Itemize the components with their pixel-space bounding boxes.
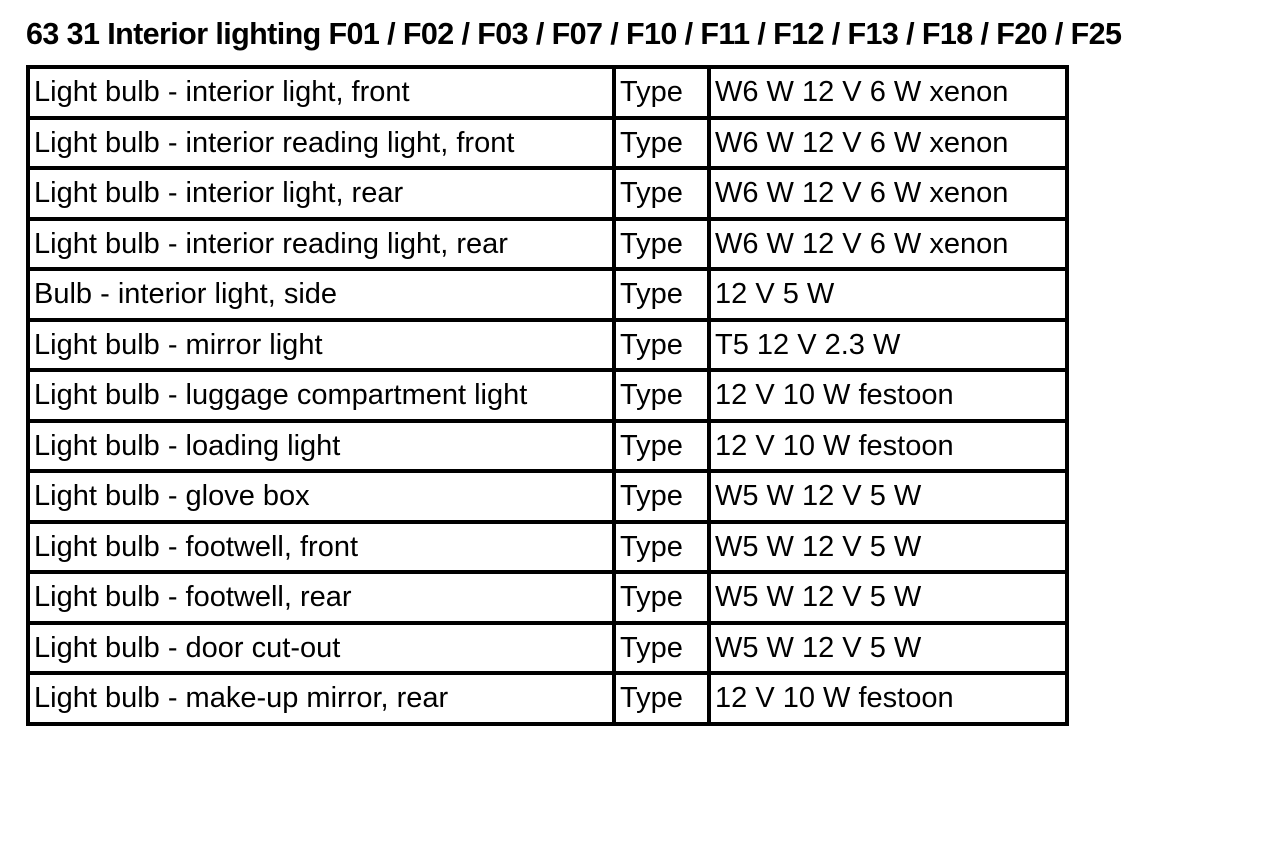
- bulb-spec-cell: 12 V 10 W festoon: [707, 671, 1069, 726]
- bulb-spec-cell: W5 W 12 V 5 W: [707, 519, 1069, 574]
- type-label-cell: Type: [612, 267, 711, 322]
- type-label-cell: Type: [612, 115, 711, 170]
- bulb-spec-cell: 12 V 5 W: [707, 267, 1069, 322]
- component-cell: Light bulb - interior light, front: [26, 65, 616, 120]
- bulb-spec-cell: 12 V 10 W festoon: [707, 418, 1069, 473]
- table-row: Light bulb - loading light Type 12 V 10 …: [26, 418, 1069, 473]
- type-label-cell: Type: [612, 671, 711, 726]
- bulb-spec-cell: W6 W 12 V 6 W xenon: [707, 166, 1069, 221]
- bulb-spec-cell: T5 12 V 2.3 W: [707, 317, 1069, 372]
- table-row: Light bulb - interior light, rear Type W…: [26, 166, 1069, 221]
- component-cell: Light bulb - interior reading light, rea…: [26, 216, 616, 271]
- type-label-cell: Type: [612, 570, 711, 625]
- bulb-spec-cell: W5 W 12 V 5 W: [707, 469, 1069, 524]
- type-label-cell: Type: [612, 519, 711, 574]
- table-row: Light bulb - glove box Type W5 W 12 V 5 …: [26, 469, 1069, 524]
- component-cell: Light bulb - door cut-out: [26, 620, 616, 675]
- bulb-spec-table: Light bulb - interior light, front Type …: [26, 65, 1069, 726]
- table-row: Light bulb - interior light, front Type …: [26, 65, 1069, 120]
- type-label-cell: Type: [612, 368, 711, 423]
- type-label-cell: Type: [612, 216, 711, 271]
- component-cell: Light bulb - make-up mirror, rear: [26, 671, 616, 726]
- type-label-cell: Type: [612, 469, 711, 524]
- table-row: Light bulb - footwell, front Type W5 W 1…: [26, 519, 1069, 574]
- type-label-cell: Type: [612, 620, 711, 675]
- table-row: Light bulb - interior reading light, fro…: [26, 115, 1069, 170]
- type-label-cell: Type: [612, 65, 711, 120]
- type-label-cell: Type: [612, 317, 711, 372]
- type-label-cell: Type: [612, 166, 711, 221]
- page-title: 63 31 Interior lighting F01 / F02 / F03 …: [26, 17, 1122, 51]
- bulb-spec-cell: W6 W 12 V 6 W xenon: [707, 65, 1069, 120]
- table-row: Light bulb - luggage compartment light T…: [26, 368, 1069, 423]
- component-cell: Light bulb - luggage compartment light: [26, 368, 616, 423]
- table-row: Light bulb - mirror light Type T5 12 V 2…: [26, 317, 1069, 372]
- component-cell: Light bulb - footwell, front: [26, 519, 616, 574]
- bulb-spec-cell: W5 W 12 V 5 W: [707, 570, 1069, 625]
- component-cell: Bulb - interior light, side: [26, 267, 616, 322]
- table-row: Light bulb - interior reading light, rea…: [26, 216, 1069, 271]
- table-row: Light bulb - footwell, rear Type W5 W 12…: [26, 570, 1069, 625]
- table-row: Bulb - interior light, side Type 12 V 5 …: [26, 267, 1069, 322]
- component-cell: Light bulb - footwell, rear: [26, 570, 616, 625]
- type-label-cell: Type: [612, 418, 711, 473]
- component-cell: Light bulb - glove box: [26, 469, 616, 524]
- component-cell: Light bulb - interior light, rear: [26, 166, 616, 221]
- bulb-spec-cell: W6 W 12 V 6 W xenon: [707, 115, 1069, 170]
- component-cell: Light bulb - mirror light: [26, 317, 616, 372]
- component-cell: Light bulb - interior reading light, fro…: [26, 115, 616, 170]
- table-row: Light bulb - make-up mirror, rear Type 1…: [26, 671, 1069, 726]
- bulb-spec-cell: W5 W 12 V 5 W: [707, 620, 1069, 675]
- table-row: Light bulb - door cut-out Type W5 W 12 V…: [26, 620, 1069, 675]
- component-cell: Light bulb - loading light: [26, 418, 616, 473]
- bulb-spec-cell: 12 V 10 W festoon: [707, 368, 1069, 423]
- bulb-spec-cell: W6 W 12 V 6 W xenon: [707, 216, 1069, 271]
